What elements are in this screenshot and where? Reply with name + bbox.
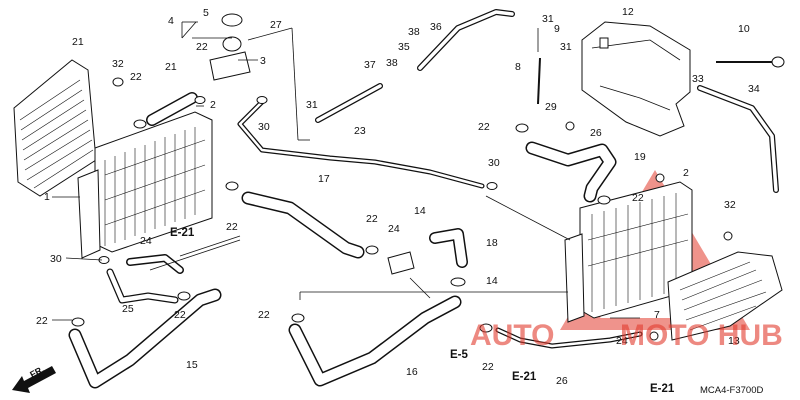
reserve-tank: [581, 21, 691, 137]
callout-22b: 24: [616, 335, 628, 347]
watermark-right: MOTO HUB: [620, 319, 783, 352]
callout-38: 37: [364, 59, 376, 71]
callout-19: 18: [486, 237, 498, 249]
right-shroud: [667, 251, 783, 341]
callout-9: 9: [554, 23, 560, 35]
callout-4: 4: [168, 15, 174, 27]
callout-24: 21: [165, 61, 177, 73]
callout-29: 27: [270, 19, 282, 31]
callout-31a: 30: [258, 121, 270, 133]
callout-2a: 2: [210, 99, 216, 111]
left-radiator: [77, 111, 213, 259]
callout-15: 15: [186, 359, 198, 371]
watermark-text: AUTO MOTO HUB: [470, 319, 783, 352]
callout-25j: 22: [482, 361, 494, 373]
callout-28: 26: [590, 127, 602, 139]
callout-37: 36: [430, 21, 442, 33]
callout-labels: 21 32 22 21 4 5 22 27 3 2 30 31 37 38 38…: [36, 6, 760, 387]
callout-21: 24: [388, 223, 400, 235]
callout-26: 25: [122, 303, 134, 315]
callout-16: 16: [406, 366, 418, 378]
callout-25e: 22: [226, 221, 238, 233]
hose-group: [68, 9, 779, 389]
callout-2b: 2: [683, 167, 689, 179]
callout-18: 19: [634, 151, 646, 163]
callout-25f: 22: [366, 213, 378, 225]
callout-3: 3: [260, 55, 266, 67]
section-ref-e5: E-5: [450, 349, 469, 361]
callout-25c: 22: [478, 121, 490, 133]
callout-7: 7: [654, 309, 660, 321]
leader-lines: [52, 21, 640, 321]
callout-25b: 22: [196, 41, 208, 53]
callout-27: 26: [556, 375, 568, 387]
watermark-left: AUTO: [470, 319, 554, 352]
callout-25g: 22: [36, 315, 48, 327]
callout-14a: 14: [414, 205, 426, 217]
callout-12: 12: [622, 6, 634, 18]
callout-35: 34: [748, 83, 760, 95]
callout-36: 35: [398, 41, 410, 53]
callout-33b: 31: [542, 13, 554, 25]
callout-25a: 22: [130, 71, 142, 83]
callout-8: 8: [515, 61, 521, 73]
callout-33a: 31: [306, 99, 318, 111]
callout-14b: 14: [486, 275, 498, 287]
callout-32a: 32: [112, 58, 124, 70]
section-refs: E-21 E-5 E-21 E-21: [170, 227, 675, 395]
section-ref-e21-c: E-21: [650, 383, 675, 395]
section-ref-e21-b: E-21: [512, 371, 537, 383]
callout-25i: 22: [258, 309, 270, 321]
callout-30: 29: [545, 101, 557, 113]
callout-25d: 22: [632, 192, 644, 204]
fittings: [71, 13, 785, 341]
callout-31b: 30: [488, 157, 500, 169]
front-direction-arrow: FR.: [12, 364, 56, 393]
callout-32b: 32: [724, 199, 736, 211]
callout-34: 33: [692, 73, 704, 85]
callout-11: 21: [72, 36, 84, 48]
callout-23: 23: [354, 125, 366, 137]
callout-13: 13: [728, 335, 740, 347]
callout-39a: 38: [408, 26, 420, 38]
callout-22a: 24: [140, 235, 152, 247]
left-shroud: [13, 59, 97, 197]
drawing-code: MCA4-F3700D: [700, 385, 763, 396]
right-radiator: [564, 181, 693, 323]
callout-17: 17: [318, 173, 330, 185]
callout-31c: 30: [50, 253, 62, 265]
section-ref-e21-a: E-21: [170, 227, 195, 239]
callout-25h: 22: [174, 309, 186, 321]
callout-5: 5: [203, 7, 209, 19]
callout-39b: 38: [386, 57, 398, 69]
callout-33c: 31: [560, 41, 572, 53]
callout-1: 1: [44, 191, 50, 203]
callout-10: 10: [738, 23, 750, 35]
